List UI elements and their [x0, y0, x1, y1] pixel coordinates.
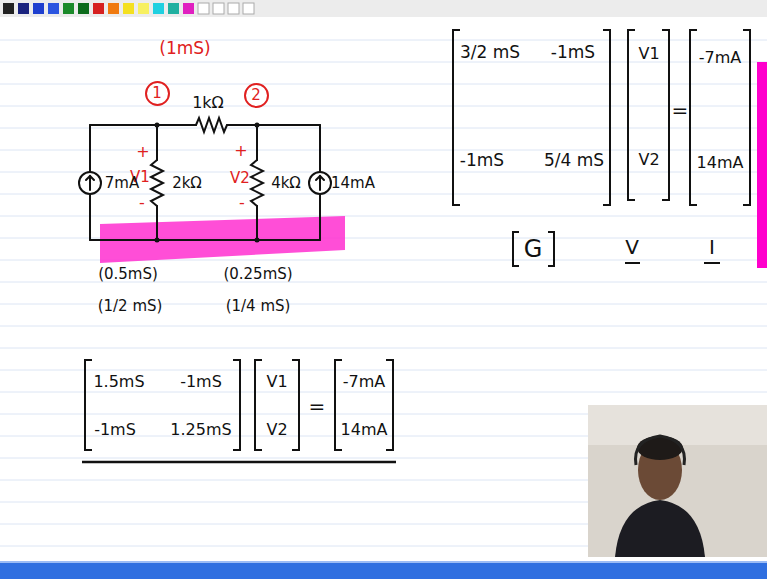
vector-entry: -7mA [343, 373, 385, 391]
current-source [309, 172, 331, 194]
matrix-entry: -1mS [551, 43, 595, 62]
equals-sign: = [672, 99, 689, 121]
toolbar [0, 0, 767, 17]
conductance-note: (1/2 mS) [98, 298, 163, 315]
node-number-circle: 1 [145, 81, 170, 106]
vector-name: V [625, 236, 639, 258]
matrix-entry: 5/4 mS [544, 151, 604, 170]
vector-entry: -7mA [699, 49, 741, 67]
polarity-sign: + [234, 142, 247, 160]
matrix-name: G [524, 236, 543, 262]
node-number: 2 [251, 88, 261, 103]
vector-entry: V2 [266, 421, 287, 439]
matrix-entry: 1.25mS [170, 421, 231, 439]
vector-name: I [709, 236, 715, 258]
resistor-symbol [151, 160, 163, 206]
matrix-entry: -1mS [460, 151, 504, 170]
conductance-note: (1/4 mS) [226, 298, 291, 315]
conductance-note: (0.5mS) [98, 266, 158, 283]
circuit-wires [79, 118, 331, 240]
vector-entry: V2 [638, 151, 659, 169]
resistor-value: 4kΩ [271, 175, 301, 192]
junction-dots [155, 123, 260, 243]
matrix-entry: 3/2 mS [460, 43, 520, 62]
matrix-entry: -1mS [180, 373, 222, 391]
side-marker [757, 62, 767, 268]
voltage-label: V2 [230, 170, 250, 187]
matrix-entry: 1.5mS [93, 373, 144, 391]
polarity-sign: - [239, 194, 245, 212]
vector-entry: 14mA [341, 421, 388, 439]
source-value: 14mA [331, 175, 375, 192]
vector-entry: V1 [266, 373, 287, 391]
node-number: 1 [152, 86, 162, 101]
node-number-circle: 2 [244, 83, 269, 108]
source-value: 7mA [105, 175, 139, 192]
matrix-entry: -1mS [94, 421, 136, 439]
polarity-sign: + [136, 143, 149, 161]
equals-sign: = [309, 395, 326, 417]
resistor-symbol [196, 118, 227, 132]
vector-entry: 14mA [697, 154, 744, 172]
ruled-lines [0, 40, 767, 546]
conductance-note: (0.25mS) [223, 266, 292, 283]
vector-entry: V1 [638, 45, 659, 63]
resistor-value: 1kΩ [192, 94, 224, 112]
resistor-symbol [251, 160, 263, 206]
matrix-brackets [82, 30, 750, 462]
polarity-sign: - [139, 194, 145, 212]
bottom-bar [0, 561, 767, 579]
webcam-inset [588, 405, 767, 557]
current-source [79, 172, 101, 194]
conductance-note: (1mS) [159, 39, 210, 58]
resistor-value: 2kΩ [172, 175, 202, 192]
